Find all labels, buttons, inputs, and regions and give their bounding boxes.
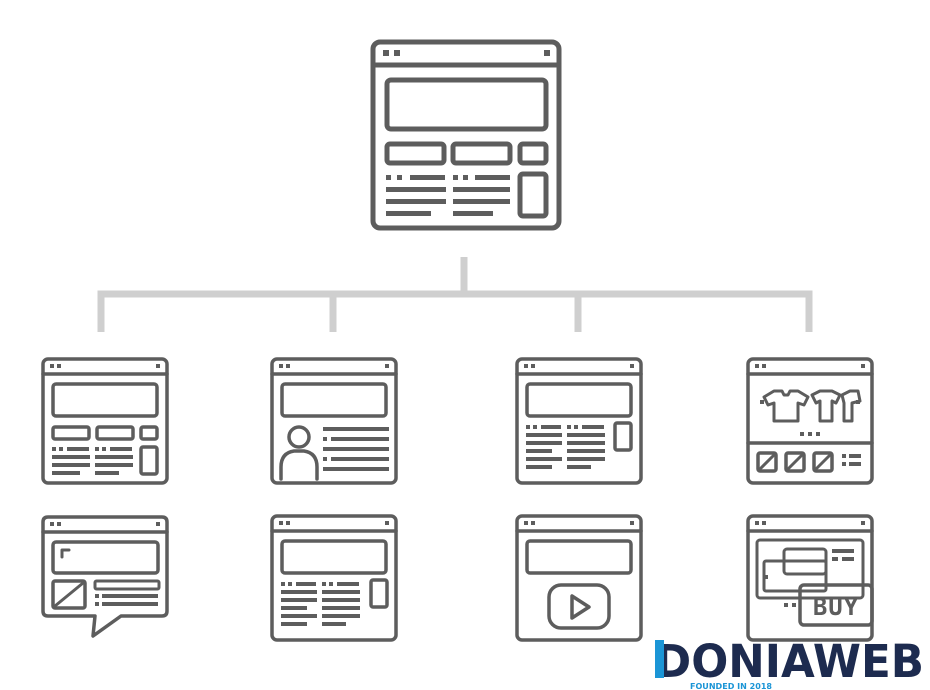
page-layout-wireframe-icon [41,357,169,485]
connector-lines [97,257,813,332]
doniaweb-logo: DONIAWEB FOUNDED IN 2018 [655,635,924,690]
logo-tagline: FOUNDED IN 2018 [690,682,772,690]
blog-page-wireframe-icon [515,357,643,485]
buy-label: BUY [813,593,859,621]
logo-accent [655,640,664,678]
video-player-frame [547,583,611,630]
shop-catalog-wireframe-icon [746,357,874,485]
profile-page-wireframe-icon [270,357,398,485]
buy-button [798,583,874,627]
article-page-wireframe-icon [270,514,398,642]
chat-page-wireframe-icon [41,515,169,638]
website-homepage-wireframe-icon [370,39,562,231]
buy-page-wireframe-icon: BUY [746,514,874,642]
logo-name: DONIAWEB [655,635,924,688]
video-page-wireframe-icon [515,514,643,642]
play-icon [570,594,591,620]
